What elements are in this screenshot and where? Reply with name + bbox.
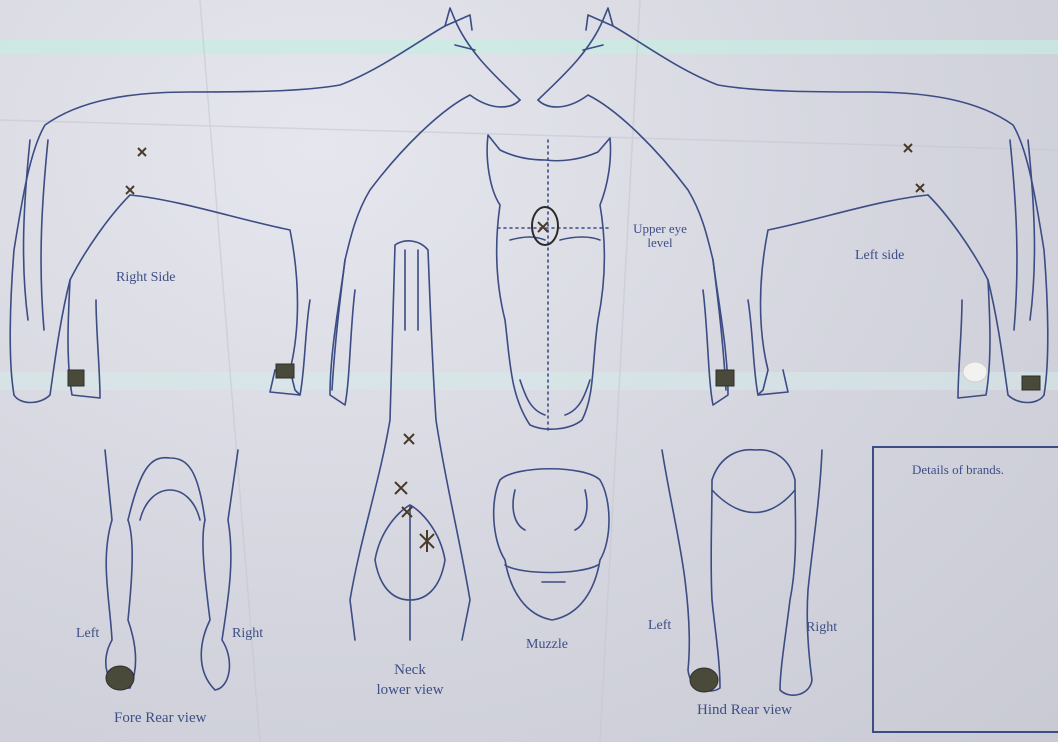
right-hind-heel-mark [276,364,294,378]
mark-x-right-flank [126,186,134,194]
mark-x-left-flank [916,184,924,192]
left-side-horse-outline [538,8,1048,405]
fore-rear-view-label: Fore Rear view [114,710,206,727]
neck-lower-view-label: Neck lower view [360,660,460,700]
mark-whorl-neck [420,530,434,552]
fore-left-label: Left [76,626,99,642]
fore-rear-view-legs [105,450,238,690]
muzzle-outline [494,469,609,620]
hind-rear-view-legs [662,450,822,696]
fore-left-hoof-mark [106,666,134,690]
hind-left-label: Left [648,618,671,634]
hind-rear-view-label: Hind Rear view [697,702,792,719]
left-hind-heel-mark [1022,376,1040,390]
details-of-brands-label: Details of brands. [912,462,1004,478]
details-of-brands-box: Details of brands. [872,446,1058,733]
left-side-label: Left side [855,248,904,264]
hind-right-label: Right [806,620,837,636]
highlight-band-mid [0,372,1058,390]
mark-x-right-barrel [138,148,146,156]
white-sock-mark [963,362,987,382]
right-fore-heel-mark [68,370,84,386]
identification-marks [126,144,924,552]
mark-x-neck-1 [404,434,414,444]
right-side-horse-outline [10,8,520,405]
hind-left-hoof-mark [690,668,718,692]
upper-eye-level-label: Upper eye level [622,222,698,250]
right-side-label: Right Side [116,270,176,286]
muzzle-label: Muzzle [526,637,568,653]
mark-x-neck-2 [395,482,407,494]
fore-right-label: Right [232,626,263,642]
highlight-band-top [0,40,1058,54]
left-fore-heel-mark [716,370,734,386]
mark-x-forehead [538,222,548,232]
